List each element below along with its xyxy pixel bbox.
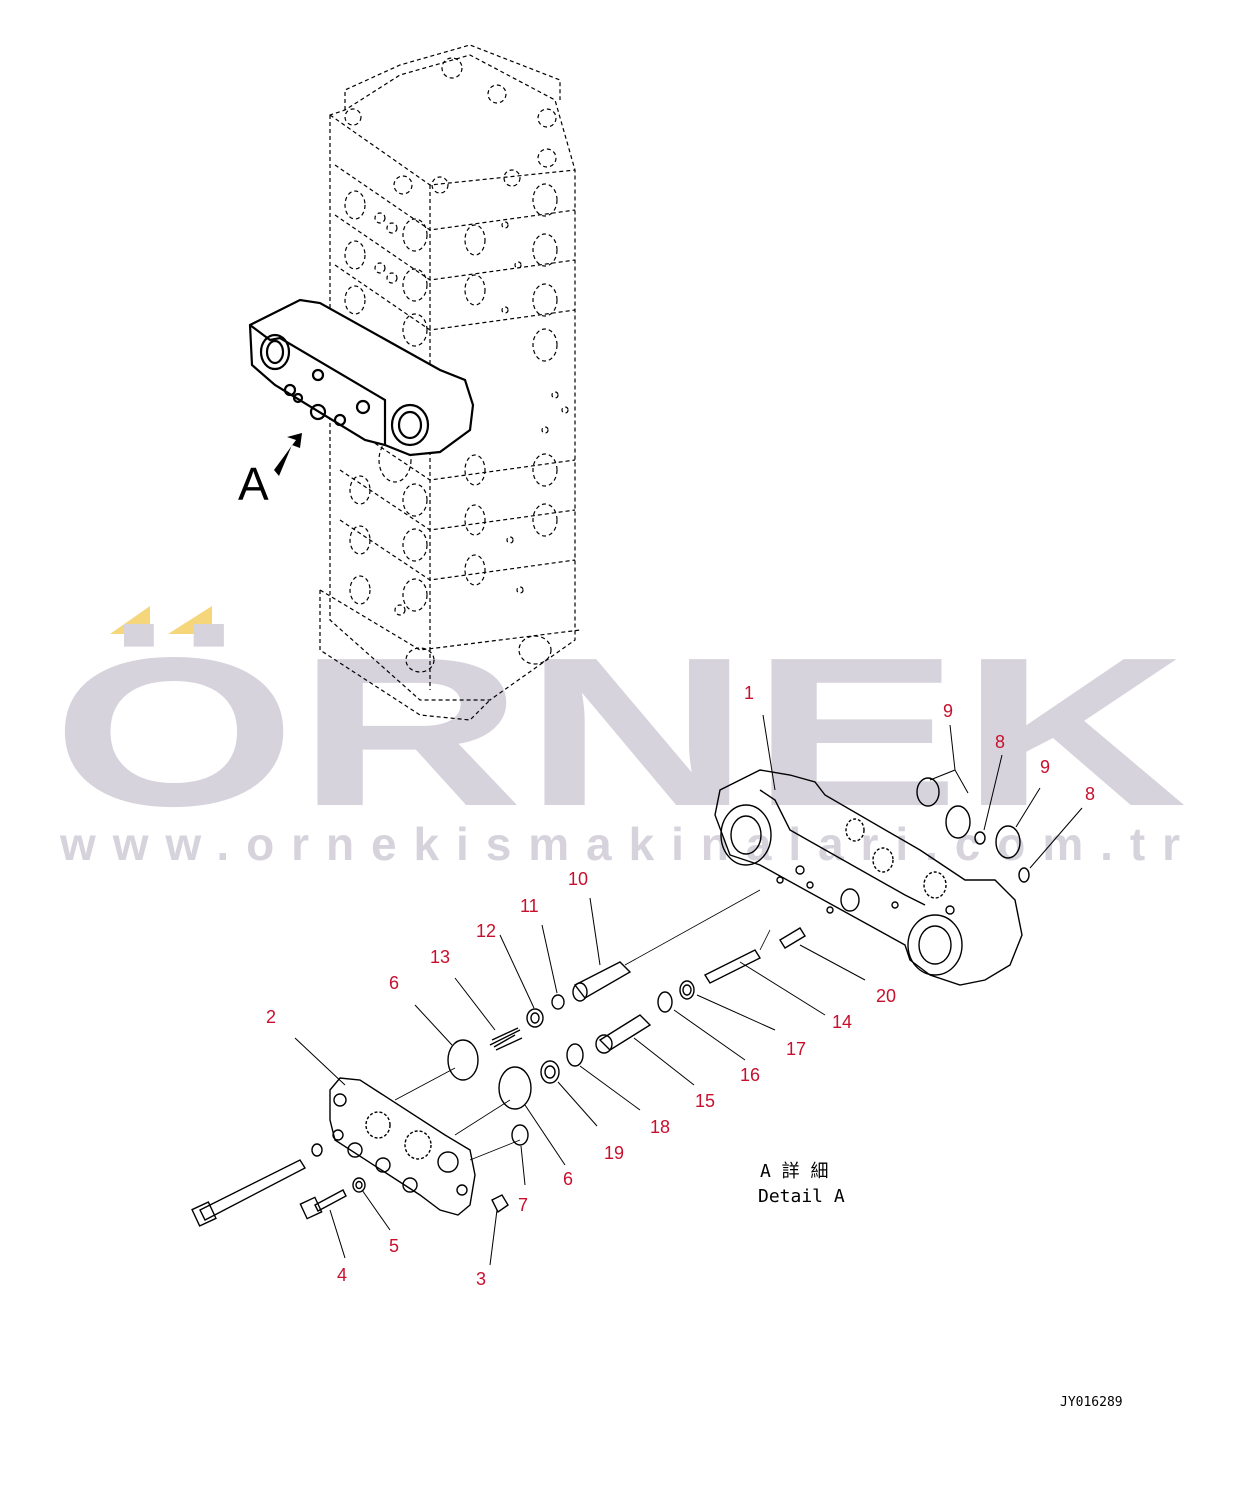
detail-caption: A 詳 細 Detail A [758,1161,845,1207]
part-labels: 1 2 3 4 5 6 6 7 8 8 9 9 10 11 12 13 14 1… [266,683,1095,1289]
label-12: 12 [476,921,496,941]
label-8b: 8 [1085,784,1095,804]
label-11: 11 [520,896,539,916]
label-2: 2 [266,1007,276,1027]
label-14: 14 [832,1012,852,1032]
label-13: 13 [430,947,450,967]
label-6b: 6 [563,1169,573,1189]
label-1: 1 [744,683,754,703]
label-19: 19 [604,1143,624,1163]
label-8a: 8 [995,732,1005,752]
drawing-number: JY016289 [1060,1395,1123,1410]
watermark-accent-left [110,606,150,634]
label-17: 17 [786,1039,806,1059]
label-7: 7 [518,1195,528,1215]
watermark-accent-right [168,606,212,634]
label-15: 15 [695,1091,715,1111]
label-10: 10 [568,869,588,889]
view-marker-label: A [238,458,269,510]
label-9a: 9 [943,701,953,721]
part-1-housing [714,769,1023,986]
label-16: 16 [740,1065,760,1085]
label-6a: 6 [389,973,399,993]
assembly-centerlines [394,889,771,1161]
label-3: 3 [476,1269,486,1289]
highlighted-valve-section [248,298,475,457]
part-2-cover [329,1077,476,1216]
small-parts [191,777,1030,1227]
leader-lines [294,714,1083,1266]
view-arrow: A [238,433,302,510]
detail-caption-jp: A 詳 細 [760,1161,829,1182]
label-20: 20 [876,986,896,1006]
label-9b: 9 [1040,757,1050,777]
label-4: 4 [337,1265,347,1285]
watermark-brand: ÖRNEK [52,613,1187,850]
detail-caption-en: Detail A [758,1186,845,1207]
label-5: 5 [389,1236,399,1256]
label-18: 18 [650,1117,670,1137]
